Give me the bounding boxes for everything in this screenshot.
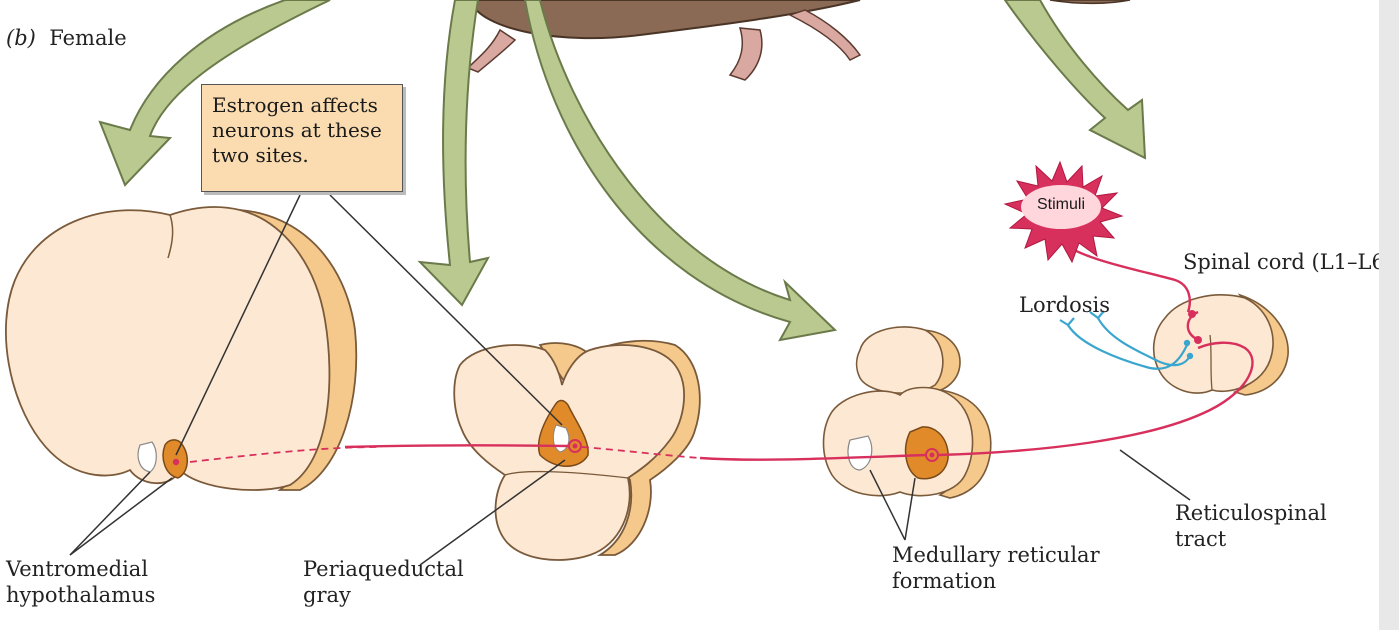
third-ventricle-left: [137, 441, 157, 473]
reticulospinal-tract-label: Reticulospinal tract: [1175, 500, 1327, 552]
reticulospinal-line-1: Reticulospinal: [1175, 501, 1327, 525]
medulla-line-2: formation: [892, 569, 997, 593]
neural-pathway: [189, 237, 1254, 463]
panel-title: Female: [49, 26, 127, 50]
reticulospinal-line-2: tract: [1175, 527, 1227, 551]
arrow-to-medulla: [523, 0, 838, 342]
midbrain-section: [453, 339, 701, 561]
lordosis-motor-pathway: [1059, 310, 1191, 370]
ventromedial-hypothalamus-label: Ventromedial hypothalamus: [6, 556, 155, 608]
stimuli-burst-icon: [1003, 160, 1124, 264]
vmh-neuron: [172, 458, 180, 466]
medullary-reticular-formation-label: Medullary reticular formation: [892, 542, 1100, 594]
pag-neuron: [572, 443, 578, 449]
medulla-section: [822, 326, 992, 499]
panel-letter: (b): [6, 26, 36, 50]
cerebral-aqueduct: [552, 424, 570, 453]
brain-coronal-section: [5, 206, 358, 491]
callout-line-2: neurons at these: [212, 118, 382, 142]
leader-lines: [69, 194, 1191, 566]
periaqueductal-gray-label: Periaqueductal gray: [303, 556, 464, 608]
pag-line-2: gray: [303, 583, 351, 607]
rat-illustration: [466, 0, 1131, 81]
spinal-cord-section: [1152, 293, 1289, 396]
spinal-cord-label: Spinal cord (L1–L6): [1183, 250, 1394, 274]
medulla-line-1: Medullary reticular: [892, 543, 1100, 567]
vmh-line-1: Ventromedial: [6, 557, 149, 581]
medulla-neuron: [929, 452, 935, 458]
lordosis-label: Lordosis: [1019, 293, 1110, 317]
arrow-to-spinal-cord: [1003, 0, 1147, 160]
panel-label: (b) Female: [6, 25, 127, 51]
pag-line-1: Periaqueductal: [303, 557, 464, 581]
stimuli-label: Stimuli: [1036, 196, 1085, 213]
callout-line-3: two sites.: [212, 143, 309, 167]
estrogen-callout-box: Estrogen affects neurons at these two si…: [201, 84, 403, 192]
arrow-to-hypothalamus: [98, 0, 331, 187]
vmh-line-2: hypothalamus: [6, 583, 156, 607]
callout-line-1: Estrogen affects: [212, 93, 378, 117]
arrow-to-midbrain: [417, 0, 490, 307]
viewer-scrollbar[interactable]: [1379, 0, 1399, 630]
